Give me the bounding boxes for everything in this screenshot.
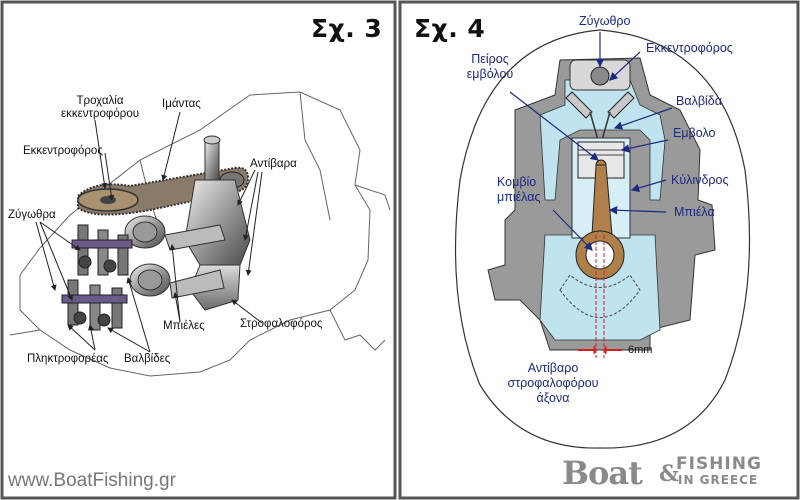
label-valve: Βαλβίδα xyxy=(676,94,722,108)
valve-springs xyxy=(565,91,635,119)
label-belt: Ιμάντας xyxy=(162,98,201,110)
label-conrod: Μπιέλα xyxy=(674,205,715,219)
valvetrain-upper xyxy=(71,224,133,276)
brand-boat: Boat xyxy=(562,454,643,492)
label-piston-pin: Πείρος εμβόλου xyxy=(466,52,514,81)
site-url: www.BoatFishing.gr xyxy=(8,470,176,491)
brand-ampersand: & xyxy=(659,461,679,487)
label-offset: 6mm xyxy=(628,344,653,356)
label-conrod-bolt: Κομβίο μπιέλας xyxy=(497,175,541,204)
label-conrods: Μπιέλες xyxy=(163,320,205,332)
camshaft xyxy=(590,66,610,86)
label-rockers: Ζύγωθρα xyxy=(8,209,56,221)
brand-logo: Boat & FISHING IN GREECE xyxy=(562,454,794,494)
label-cylinder: Κύλινδρος xyxy=(671,173,729,187)
counterweight-shape xyxy=(559,274,641,318)
label-crankshaft: Στροφαλοφόρος xyxy=(240,318,323,330)
label-tappets: Πληκτροφορέας xyxy=(27,353,109,365)
valvetrain-lower xyxy=(61,279,128,331)
brand-fishing: FISHING xyxy=(676,454,762,474)
figure-3-label: Σχ. 3 xyxy=(311,14,383,43)
label-counterweights: Αντίβαρα xyxy=(250,158,297,170)
label-piston: Εμβολο xyxy=(673,126,716,140)
label-valves: Βαλβίδες xyxy=(124,353,171,365)
label-rocker: Ζύγωθρο xyxy=(579,14,631,28)
offset-marker xyxy=(578,235,622,358)
piston-row xyxy=(124,215,226,299)
label-p4-camshaft: Εκκεντροφόρος xyxy=(646,41,733,55)
label-camshaft-pulley: Τροχαλία εκκεντροφόρου xyxy=(60,95,140,120)
label-counterweight: Αντίβαρο στροφαλοφόρου άξονα xyxy=(507,361,599,405)
label-camshaft: Εκκεντροφόρος xyxy=(23,145,103,157)
brand-in-greece: IN GREECE xyxy=(678,473,759,487)
figure-4-label: Σχ. 4 xyxy=(414,14,486,43)
